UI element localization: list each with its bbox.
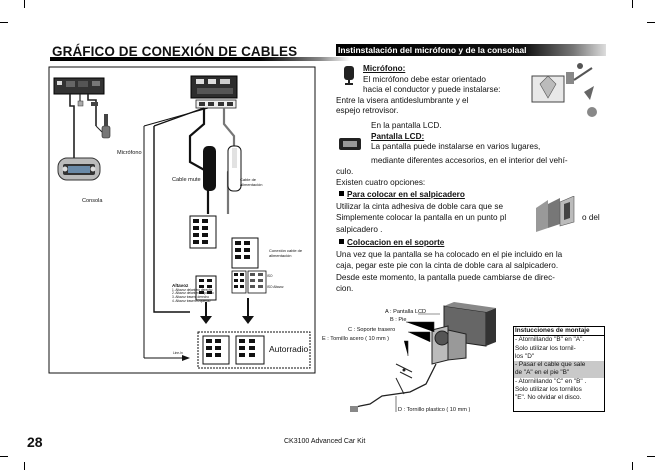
car-interior-illustration <box>531 63 597 117</box>
mounting-line: - Atornillando "B" en "A". <box>515 336 585 344</box>
mounting-instructions-title: Instucciones de montaje <box>514 327 604 337</box>
option-2-line-3: Desde este momento, la pantalla puede ca… <box>336 272 555 282</box>
left-section-title: GRÁFICO DE CONEXIÓN DE CABLES <box>52 44 298 59</box>
right-section-title: Instinstalación del micrófono y de la co… <box>338 45 527 55</box>
label-cable-mute: Cable mute <box>172 177 201 183</box>
label-microfono: Micrófono <box>117 150 142 156</box>
lcd-title-text: Pantalla LCD: <box>371 131 425 141</box>
option-2-title: Colocacion en el soporte <box>339 238 444 249</box>
option-2-line-4: cion. <box>336 284 354 294</box>
options-intro: Existen cuatro opciones: <box>336 178 426 187</box>
right-section-header: Instinstalación del micrófono y de la co… <box>336 44 606 56</box>
crop-mark <box>647 456 655 457</box>
lcd-line-3: culo. <box>336 167 354 177</box>
lcd-title: Pantalla LCD: <box>371 132 424 143</box>
mounting-line: Solo utilizar los tornil- <box>515 344 576 352</box>
mounting-line: Solo utilizar los tornillos <box>515 386 582 394</box>
mic-title: Micrófono: <box>363 64 405 75</box>
speaker-legend: Altavoz 1. Altavoz delantero derecho 2. … <box>172 283 214 304</box>
label-autorradio: Autorradio <box>269 344 309 354</box>
mounting-line: "E". No olvidar el disco. <box>515 394 582 402</box>
crop-mark <box>647 22 655 23</box>
crop-mark <box>632 0 633 8</box>
mounting-instructions-box: Instucciones de montaje - Atornillando "… <box>513 326 605 412</box>
power-cable-block <box>227 145 242 192</box>
option-2-line-2: caja, pegar este pie con la cinta de dob… <box>336 261 559 271</box>
option-1-line-2b: o del <box>582 213 600 223</box>
label-c: C : Soporte trasero <box>348 327 396 333</box>
microphone-device <box>101 125 111 139</box>
label-altavoz-iso: ISO Altavoz <box>267 285 284 289</box>
lcd-line-2: mediante diferentes accesorios, en el in… <box>371 155 568 165</box>
mic-title-text: Micrófono: <box>363 64 406 73</box>
label-a: A : Pantalla LCD <box>385 309 427 315</box>
option-1-line-3: salpicadero . <box>336 224 383 234</box>
cable-connection-diagram <box>48 66 316 374</box>
label-conexion-cable: Conexión cable de alimentación <box>269 248 303 258</box>
footer-title: CK3100 Advanced Car Kit <box>284 438 366 445</box>
label-b: B : Pie <box>390 317 407 323</box>
mute-cable-block <box>203 146 216 191</box>
label-d: D : Tornillo plastico ( 10 mm ) <box>398 407 471 413</box>
speaker-legend-title: Altavoz <box>172 283 189 288</box>
speaker-legend-item: 1. Altavoz delantero derecho <box>172 287 213 292</box>
option-1-title-text: Para colocar en el salpicadero <box>347 190 465 199</box>
mic-line-1: El micrófono debe estar orientado <box>363 74 486 84</box>
page-number: 28 <box>27 434 43 450</box>
crop-mark <box>24 462 25 470</box>
lcd-line-0: En la pantalla LCD. <box>371 121 442 130</box>
crop-mark <box>632 462 633 470</box>
diagram-frame <box>48 66 316 374</box>
option-2-line-1: Una vez que la pantalla se ha colocado e… <box>336 249 563 259</box>
label-line-in: Line-In <box>173 351 183 355</box>
mic-line-4: espejo retrovisor. <box>336 106 399 116</box>
option-1-line-1: Utilizar la cinta adhesiva de doble cara… <box>336 201 504 211</box>
mic-line-2: hacia el conductor y puede instalarse: <box>363 85 501 95</box>
speaker-legend-item: 2. Altavoz delantero izquierdo <box>172 291 214 296</box>
microphone-icon <box>344 66 354 85</box>
label-cable-alimentacion: Cable de alimentación <box>240 177 263 187</box>
label-e: E : Tornillo acero ( 10 mm ) <box>322 336 390 342</box>
lcd-line-1: La pantalla puede instalarse en varios l… <box>371 142 541 152</box>
mounting-line: los "D" <box>515 352 535 360</box>
mount-assembly-diagram <box>350 302 496 412</box>
header-underline-bar <box>50 57 350 61</box>
mounting-line: - Pasar el cable que sale <box>514 361 604 370</box>
label-iso: ISO <box>267 274 273 278</box>
crop-mark <box>24 0 25 8</box>
option-1-line-2a: Simplemente colocar la pantalla en un pu… <box>336 213 507 223</box>
mic-line-3: Entre la visera antideslumbrante y el <box>336 95 469 105</box>
speaker-legend-item: 3. Altavoz trasero derecho <box>172 295 210 300</box>
crop-mark <box>0 456 8 457</box>
lcd-display-icon <box>339 138 361 150</box>
speaker-legend-item: 4. Altavoz trasero izquierdo <box>172 298 211 303</box>
option-1-title: Para colocar en el salpicadero <box>339 190 465 201</box>
crop-mark <box>0 22 8 23</box>
mounting-line: - Atornillando "C" en "B" . <box>515 377 587 385</box>
mounting-line: de "A" en el pie "B" <box>514 369 604 378</box>
label-consola: Consola <box>82 198 103 204</box>
option-2-title-text: Colocacion en el soporte <box>347 238 445 247</box>
adhesive-tape-illustration <box>536 196 575 232</box>
left-section-header: GRÁFICO DE CONEXIÓN DE CABLES <box>50 44 350 61</box>
